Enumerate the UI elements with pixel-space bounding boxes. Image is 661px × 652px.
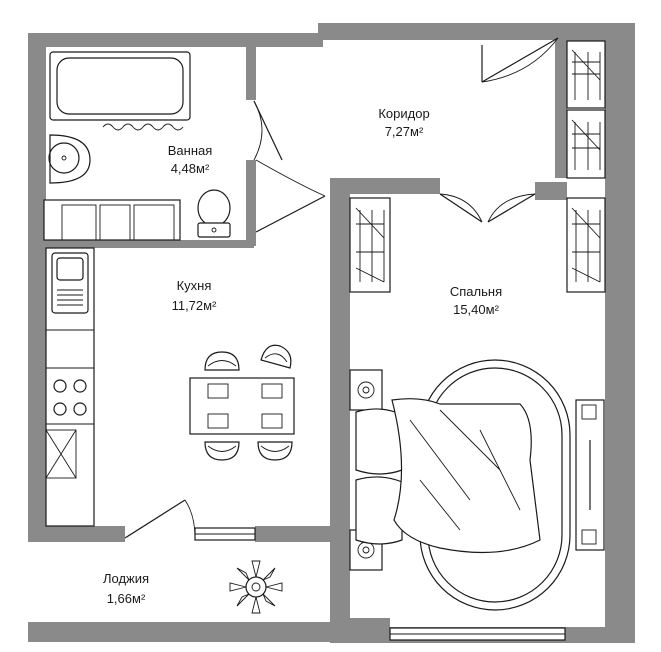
room-area: 7,27м² xyxy=(385,124,424,139)
wall-right xyxy=(618,23,635,643)
room-name: Ванная xyxy=(168,143,213,158)
wall-bedroom-bottom-stub xyxy=(350,618,390,630)
room-area: 4,48м² xyxy=(171,161,210,176)
room-name: Коридор xyxy=(378,106,429,121)
nightstand-top xyxy=(349,369,383,411)
door-bedroom-left xyxy=(439,193,483,223)
washbasin xyxy=(48,134,91,184)
room-label-corridor: Коридор 7,27м² xyxy=(378,106,429,139)
wall-bath-corridor xyxy=(246,45,256,100)
door-entrance-arc xyxy=(481,37,559,83)
room-area: 11,72м² xyxy=(172,298,218,313)
chair-4 xyxy=(257,441,293,461)
wall-kitchen-bottom-left xyxy=(28,526,125,542)
windows xyxy=(194,527,566,641)
chair-3 xyxy=(204,441,240,461)
wardrobe-bedroom-left xyxy=(349,197,391,293)
wall-top-left xyxy=(28,33,323,47)
room-label-bathroom: Ванная 4,48м² xyxy=(168,143,213,176)
wall-wardrobe-upper xyxy=(555,38,567,178)
tv-stand xyxy=(575,399,605,551)
door-kitchen-arc xyxy=(255,159,326,197)
door-loggia-arc xyxy=(184,499,196,539)
room-area: 1,66м² xyxy=(107,591,146,606)
door-kitchen xyxy=(255,195,326,233)
chair-2 xyxy=(260,344,292,369)
room-name: Кухня xyxy=(177,278,212,293)
chair-1 xyxy=(204,351,240,371)
bed xyxy=(355,359,571,611)
door-loggia xyxy=(124,499,186,539)
dining-table xyxy=(189,377,295,435)
wall-left xyxy=(28,33,46,538)
plant xyxy=(229,560,283,614)
wall-bath-kitchen xyxy=(44,240,254,248)
toilet xyxy=(197,189,231,238)
wall-corridor-bedroom-left xyxy=(330,178,440,194)
room-name: Спальня xyxy=(450,284,502,299)
cooktop xyxy=(53,379,87,416)
sink xyxy=(51,252,89,314)
dining-chairs xyxy=(204,344,293,461)
wall-top-mid xyxy=(318,23,558,40)
wall-bath-corridor-low xyxy=(246,160,256,246)
wall-bedroom-right-strip xyxy=(605,38,619,628)
door-bedroom-arc-r xyxy=(487,193,536,223)
room-label-loggia: Лоджия 1,66м² xyxy=(103,571,149,606)
wall-bottom-loggia xyxy=(28,622,350,642)
wall-kitchen-bottom-right xyxy=(255,526,335,542)
door-entrance-2 xyxy=(481,37,559,83)
door-bedroom-arc-l xyxy=(439,193,483,223)
room-label-kitchen: Кухня 11,72м² xyxy=(172,278,218,313)
wardrobe-corridor xyxy=(566,40,606,179)
room-name: Лоджия xyxy=(103,571,149,586)
room-label-bedroom: Спальня 15,40м² xyxy=(450,284,502,317)
wall-corridor-bedroom-right xyxy=(535,182,567,200)
room-area: 15,40м² xyxy=(453,302,499,317)
bathtub xyxy=(49,51,191,131)
door-bedroom-right xyxy=(487,193,536,223)
wardrobe-bedroom-right xyxy=(566,197,606,293)
bath-shelving xyxy=(43,199,181,241)
wall-kitchen-bedroom xyxy=(330,178,350,643)
wall-top-right xyxy=(558,23,635,41)
fridge xyxy=(45,429,77,479)
kitchen-counter xyxy=(45,247,95,527)
door-bathroom-arc xyxy=(253,100,263,161)
